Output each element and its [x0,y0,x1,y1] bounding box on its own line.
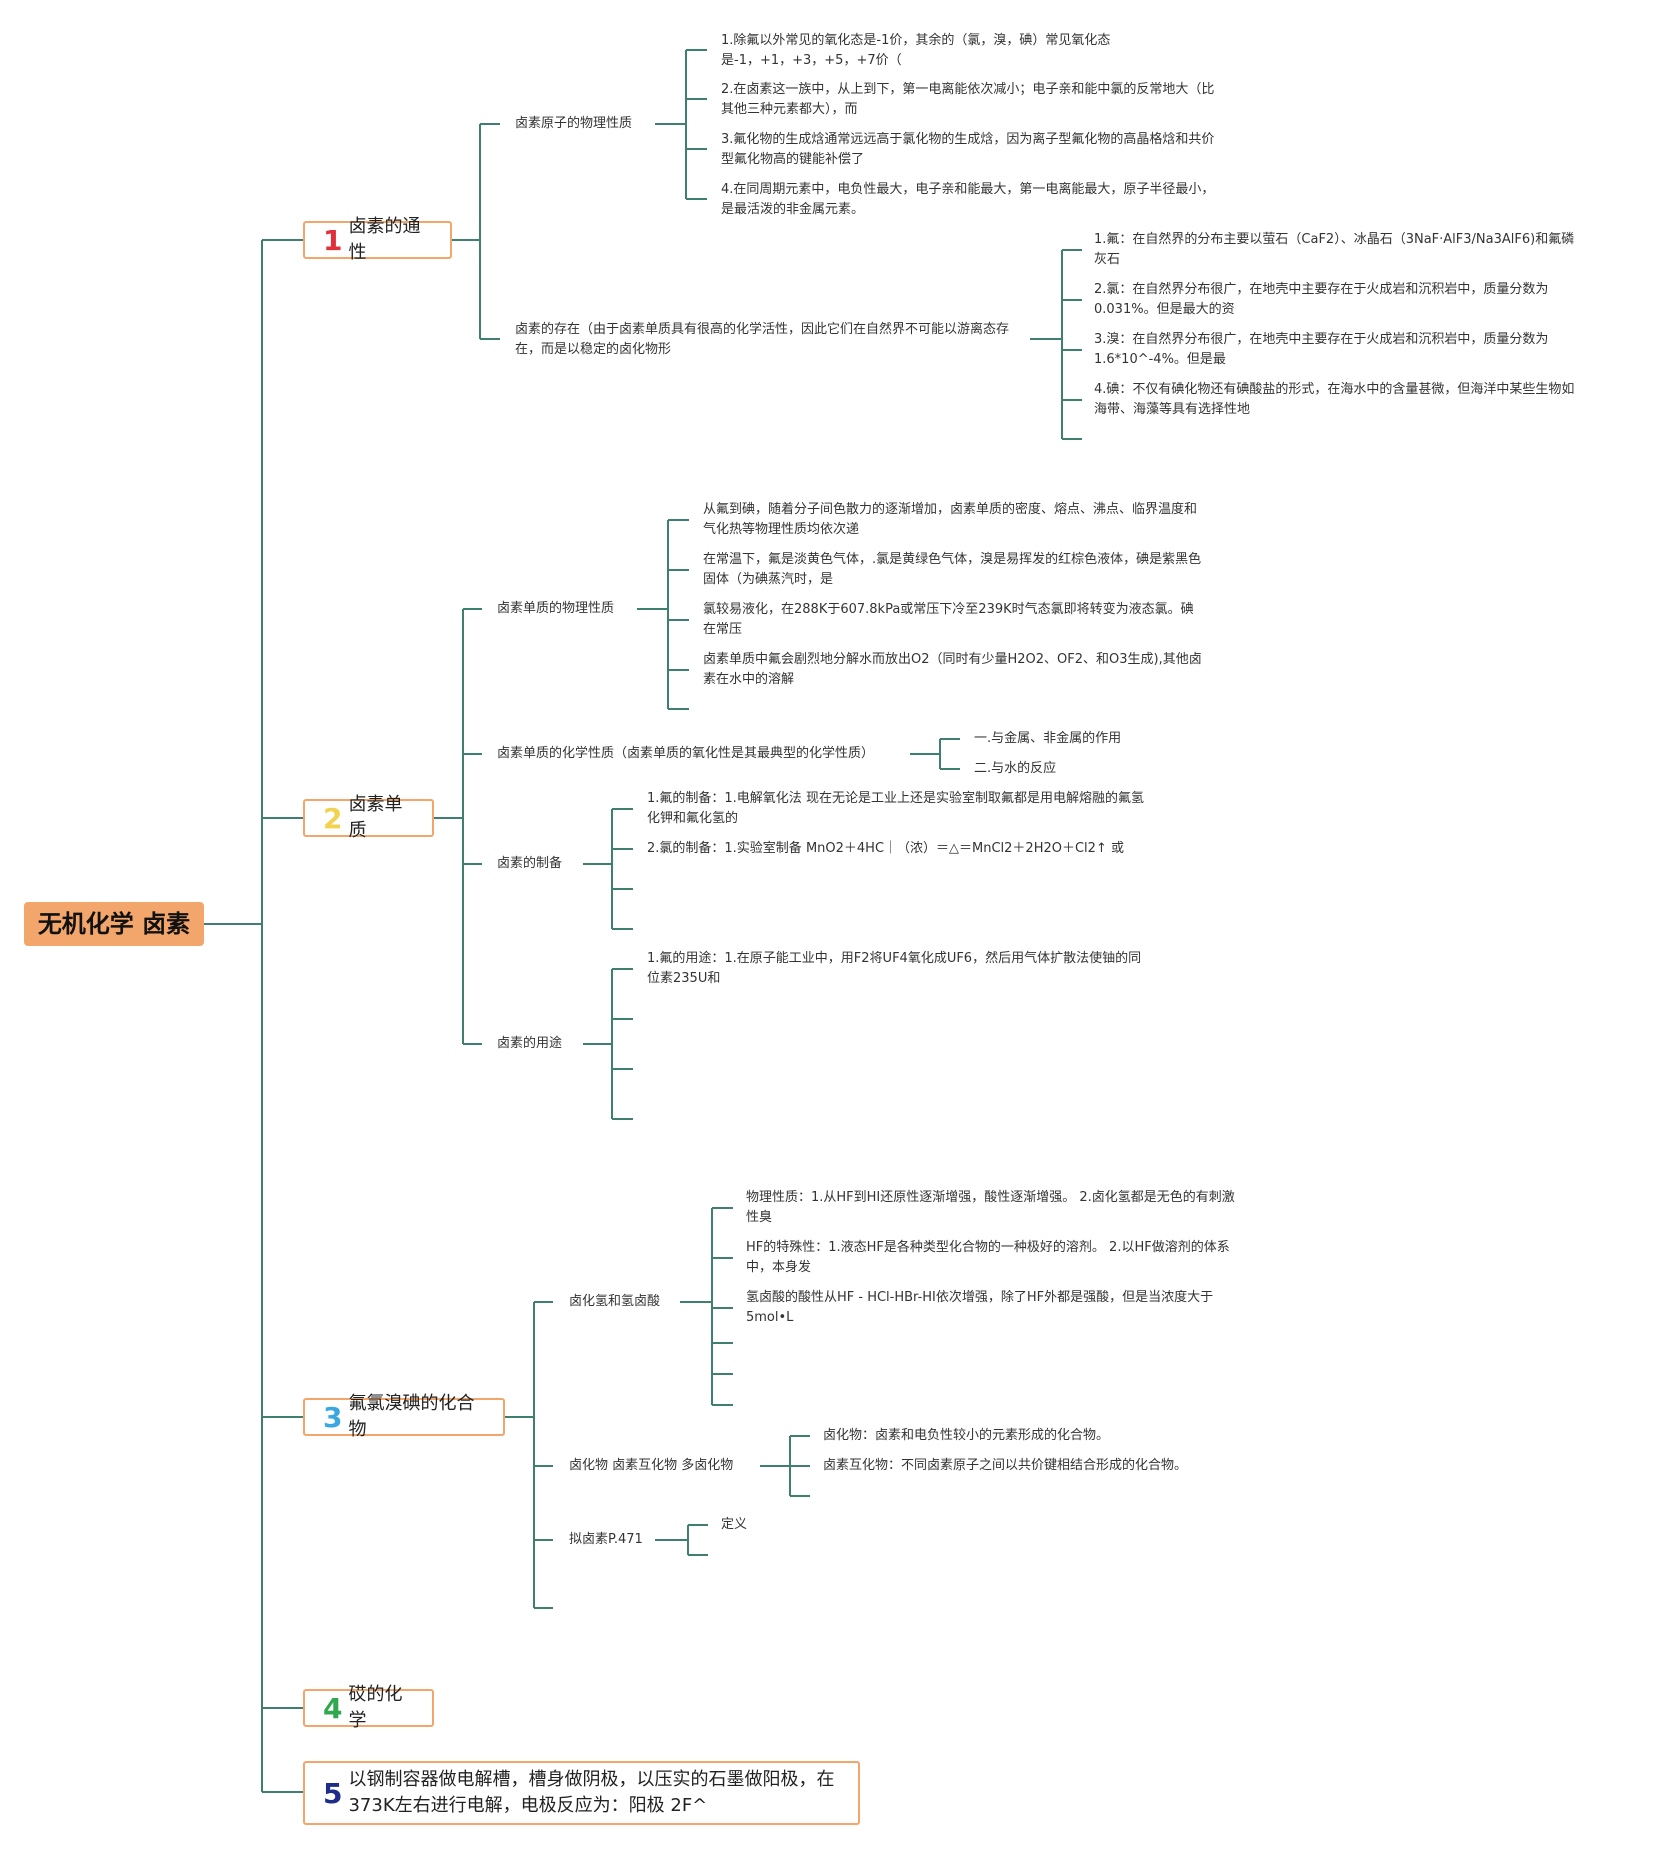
branch-1-title: 卤素的通性 [348,216,421,263]
b3-hx-item-3[interactable]: 氢卤酸的酸性从HF - HCl-HBr-HI依次增强，除了HF外都是强酸，但是当… [746,1290,1214,1325]
b1-exist-item-2[interactable]: 2.氯：在自然界分布很广，在地壳中主要存在于火成岩和沉积岩中，质量分数为0.03… [1094,282,1549,317]
b3-halide-item-2[interactable]: 卤素互化物：不同卤素原子之间以共价键相结合形成的化合物。 [823,1458,1188,1473]
b3-hx-label[interactable]: 卤化氢和氢卤酸 [569,1294,661,1309]
branch-2-number: 2 [323,801,343,835]
b2-phys-item-3[interactable]: 氯较易液化，在288K于607.8kPa或常压下冷至239K时气态氯即将转变为液… [703,602,1194,637]
b3-halide-item-1[interactable]: 卤化物：卤素和电负性较小的元素形成的化合物。 [823,1428,1110,1443]
b1-phys-item-1[interactable]: 1.除氟以外常见的氧化态是-1价，其余的（氯，溴，碘）常见氧化态是-1，+1，+… [721,33,1111,68]
branch-5-title: 以钢制容器做电解槽，槽身做阴极，以压实的石墨做阳极，在373K左右进行电解，电极… [348,1769,835,1816]
root-node[interactable]: 无机化学 卤素 [24,902,204,946]
branch-3-number: 3 [323,1400,343,1434]
b2-phys-label[interactable]: 卤素单质的物理性质 [497,601,615,616]
b3-pseudo-item-1[interactable]: 定义 [721,1517,748,1532]
b1-exist-item-3[interactable]: 3.溴：在自然界分布很广，在地壳中主要存在于火成岩和沉积岩中，质量分数为1.6*… [1094,332,1549,367]
b1-exist-item-1[interactable]: 1.氟：在自然界的分布主要以萤石（CaF2）、冰晶石（3NaF·AlF3/Na3… [1094,232,1575,267]
b2-prep-label[interactable]: 卤素的制备 [497,856,563,871]
branch-5-node[interactable]: 5 以钢制容器做电解槽，槽身做阴极，以压实的石墨做阳极，在373K左右进行电解，… [303,1761,860,1825]
branch-2-node[interactable]: 2 卤素单质 [303,794,434,841]
b2-use-item-1[interactable]: 1.氟的用途：1.在原子能工业中，用F2将UF4氧化成UF6，然后用气体扩散法使… [647,951,1142,986]
b2-phys-item-4[interactable]: 卤素单质中氟会剧烈地分解水而放出O2（同时有少量H2O2、OF2、和O3生成),… [703,652,1202,687]
branch-3-node[interactable]: 3 氟氯溴碘的化合物 [303,1393,505,1440]
b1-phys-label[interactable]: 卤素原子的物理性质 [515,116,633,131]
b1-exist-label[interactable]: 卤素的存在（由于卤素单质具有很高的化学活性，因此它们在自然界不可能以游离态存在，… [515,322,1010,357]
b2-use-label[interactable]: 卤素的用途 [497,1036,563,1051]
b3-halide-label[interactable]: 卤化物 卤素互化物 多卤化物 [569,1458,734,1473]
b2-chem-label[interactable]: 卤素单质的化学性质（卤素单质的氧化性是其最典型的化学性质） [497,746,875,761]
b2-prep-item-1[interactable]: 1.氟的制备：1.电解氧化法 现在无论是工业上还是实验室制取氟都是用电解熔融的氟… [647,791,1144,826]
b3-hx-item-1[interactable]: 物理性质：1.从HF到HI还原性逐渐增强，酸性逐渐增强。 2.卤化氢都是无色的有… [746,1190,1235,1225]
branch-1-number: 1 [323,223,343,257]
b1-phys-item-4[interactable]: 4.在同周期元素中，电负性最大，电子亲和能最大，第一电离能最大，原子半径最小，是… [721,182,1215,217]
branch-3-title: 氟氯溴碘的化合物 [348,1393,475,1440]
b3-hx-item-2[interactable]: HF的特殊性：1.液态HF是各种类型化合物的一种极好的溶剂。 2.以HF做溶剂的… [746,1240,1230,1275]
branch-1-node[interactable]: 1 卤素的通性 [303,216,452,263]
b3-pseudo-label[interactable]: 拟卤素P.471 [569,1532,643,1547]
branch-5-number: 5 [323,1776,343,1810]
branch-4-number: 4 [323,1691,343,1725]
b1-phys-item-3[interactable]: 3.氟化物的生成焓通常远远高于氯化物的生成焓，因为离子型氟化物的高晶格焓和共价型… [721,132,1215,167]
b1-phys-item-2[interactable]: 2.在卤素这一族中，从上到下，第一电离能依次减小；电子亲和能中氯的反常地大（比其… [721,82,1215,117]
b1-exist-item-4[interactable]: 4.碘：不仅有碘化物还有碘酸盐的形式，在海水中的含量甚微，但海洋中某些生物如海带… [1094,382,1575,417]
b2-chem-item-2[interactable]: 二.与水的反应 [974,761,1057,776]
branch-4-node[interactable]: 4 砹的化学 [303,1684,434,1731]
b2-prep-item-2[interactable]: 2.氯的制备：1.实验室制备 MnO2＋4HC｜（浓）＝△＝MnCl2＋2H2O… [647,841,1124,856]
b2-phys-item-2[interactable]: 在常温下，氟是淡黄色气体，.氯是黄绿色气体，溴是易挥发的红棕色液体，碘是紫黑色固… [703,552,1202,587]
b2-phys-item-1[interactable]: 从氟到碘，随着分子间色散力的逐渐增加，卤素单质的密度、熔点、沸点、临界温度和气化… [703,502,1198,537]
branch-2-title: 卤素单质 [348,794,403,841]
b2-chem-item-1[interactable]: 一.与金属、非金属的作用 [974,731,1122,746]
branch-4-title: 砹的化学 [348,1684,403,1731]
